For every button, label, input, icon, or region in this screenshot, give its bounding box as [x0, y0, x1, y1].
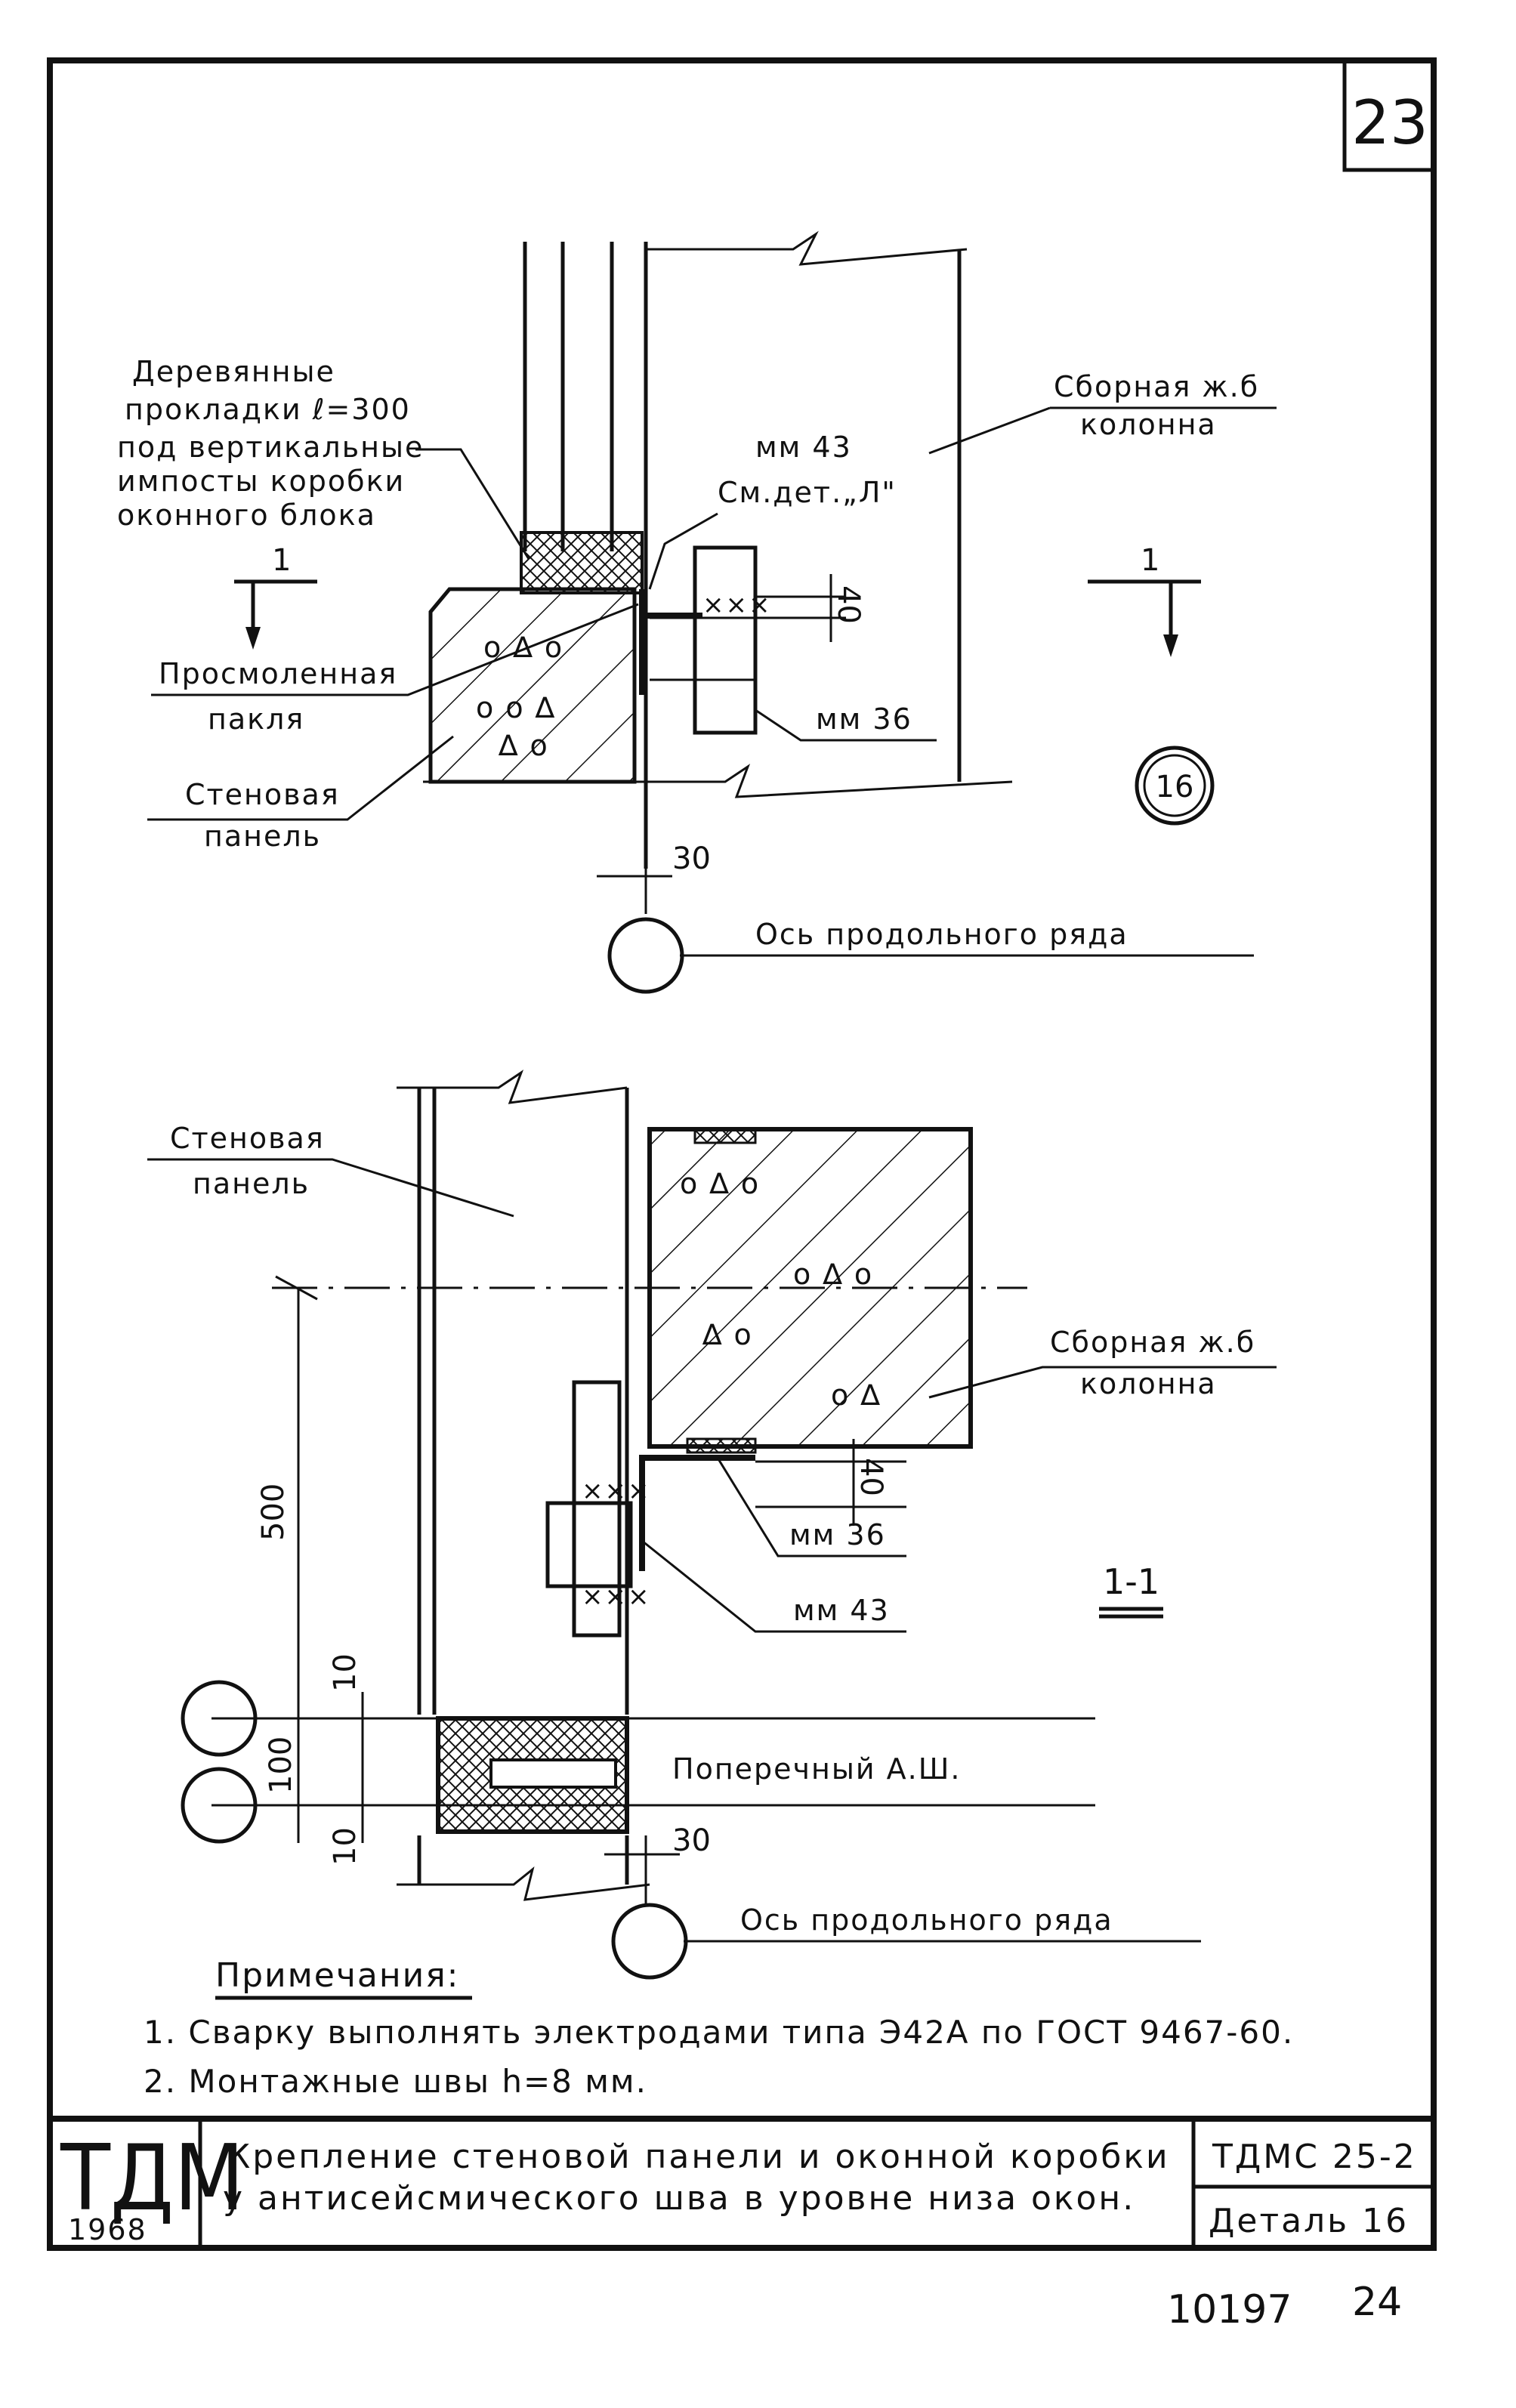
svg-text:о ∆: о ∆	[831, 1378, 882, 1412]
svg-text:×××: ×××	[582, 1582, 650, 1612]
svg-text:1-1: 1-1	[1103, 1561, 1159, 1602]
title-year: 1968	[68, 2213, 147, 2246]
svg-text:×××: ×××	[582, 1476, 650, 1506]
label-wall-panel-2: панель	[204, 820, 321, 853]
dim-500: 500	[256, 1483, 291, 1541]
sec-label-wall-1: Стеновая	[170, 1122, 325, 1155]
label-wood-pads-2: прокладки ℓ=300	[125, 393, 411, 426]
note-1: 1. Сварку выполнять электродами типа Э42…	[144, 2014, 1294, 2051]
section-view: о ∆ о о ∆ о ∆ о о ∆ ××× ××× 40 Стеновая …	[147, 1070, 1277, 1980]
axis-bubble-joint-2	[181, 1767, 258, 1844]
detail-marker: 16	[1135, 746, 1215, 826]
note-2: 2. Монтажные швы h=8 мм.	[144, 2063, 647, 2100]
section-title: 1-1	[1099, 1561, 1163, 1619]
label-column-1: Сборная ж.б	[1054, 370, 1259, 403]
svg-text:×××: ×××	[702, 590, 771, 620]
footer-page: 24	[1352, 2280, 1402, 2325]
svg-text:1: 1	[272, 543, 291, 578]
section-mark-right: 1	[1088, 543, 1201, 657]
notes-heading: Примечания:	[215, 1956, 460, 1995]
label-axis-bottom: Ось продольного ряда	[740, 1903, 1113, 1937]
label-mm36: мм 36	[816, 702, 912, 736]
axis-bubble-bottom	[611, 1903, 688, 1980]
top-dim-40: 40	[831, 585, 866, 624]
sec-label-mm43: мм 43	[793, 1594, 890, 1627]
label-mm43: мм 43	[755, 431, 852, 464]
label-mm43-ref: См.дет.„Л"	[718, 476, 897, 509]
axis-bubble-joint-1	[181, 1680, 258, 1757]
sheet-number-box: 23	[1342, 60, 1434, 172]
sec-label-mm36: мм 36	[789, 1518, 886, 1551]
svg-text:о о ∆: о о ∆	[476, 691, 556, 724]
section-mark-left: 1	[234, 543, 317, 650]
sec-dim-30: 30	[672, 1823, 711, 1858]
svg-text:1: 1	[1141, 543, 1159, 578]
title-line-1: Крепление стеновой панели и оконной коро…	[227, 2138, 1170, 2176]
label-wood-pads-1: Деревянные	[132, 355, 335, 388]
sec-label-column-2: колонна	[1080, 1367, 1217, 1400]
sec-label-column-1: Сборная ж.б	[1050, 1326, 1255, 1359]
title-line-2: у антисейсмического шва в уровне низа ок…	[223, 2179, 1135, 2218]
label-wood-pads-5: оконного блока	[117, 499, 376, 532]
sheet-frame	[47, 57, 1437, 2251]
svg-text:∆ о: ∆ о	[498, 729, 549, 762]
label-tarred-tow-1: Просмоленная	[159, 657, 397, 690]
svg-text:∆ о: ∆ о	[702, 1318, 753, 1351]
label-column-2: колонна	[1080, 408, 1217, 441]
notes: Примечания: 1. Сварку выполнять электрод…	[144, 1956, 1294, 2100]
footer-code: 10197	[1167, 2287, 1292, 2332]
svg-text:о ∆ о: о ∆ о	[793, 1258, 873, 1291]
title-detail: Деталь 16	[1209, 2202, 1409, 2240]
sheet-number: 23	[1351, 88, 1428, 158]
label-wood-pads-4: импосты коробки	[117, 465, 405, 498]
sec-dim-40: 40	[854, 1458, 888, 1496]
label-tarred-tow-2: пакля	[208, 702, 304, 736]
sec-label-wall-2: панель	[193, 1167, 310, 1200]
dim-10-bottom: 10	[328, 1827, 363, 1866]
label-wood-pads-3: под вертикальные	[117, 431, 424, 464]
axis-bubble-top	[607, 917, 684, 994]
label-transverse-joint: Поперечный А.Ш.	[672, 1752, 961, 1786]
svg-text:о ∆ о: о ∆ о	[680, 1167, 760, 1200]
label-wall-panel-1: Стеновая	[185, 778, 340, 811]
top-view: о ∆ о о о ∆ ∆ о ××× 40 Деревянные прокла…	[117, 230, 1277, 994]
svg-text:16: 16	[1156, 770, 1194, 804]
top-dim-30: 30	[672, 841, 711, 876]
title-org: ТДМ	[60, 2126, 244, 2231]
dim-10-top: 10	[328, 1653, 363, 1692]
title-block: ТДМ 1968 Крепление стеновой панели и око…	[50, 2116, 1434, 2248]
dim-100: 100	[264, 1737, 298, 1794]
label-axis-top: Ось продольного ряда	[755, 918, 1129, 951]
svg-text:о ∆ о: о ∆ о	[483, 631, 563, 664]
title-series: ТДМС 25-2	[1212, 2138, 1417, 2176]
